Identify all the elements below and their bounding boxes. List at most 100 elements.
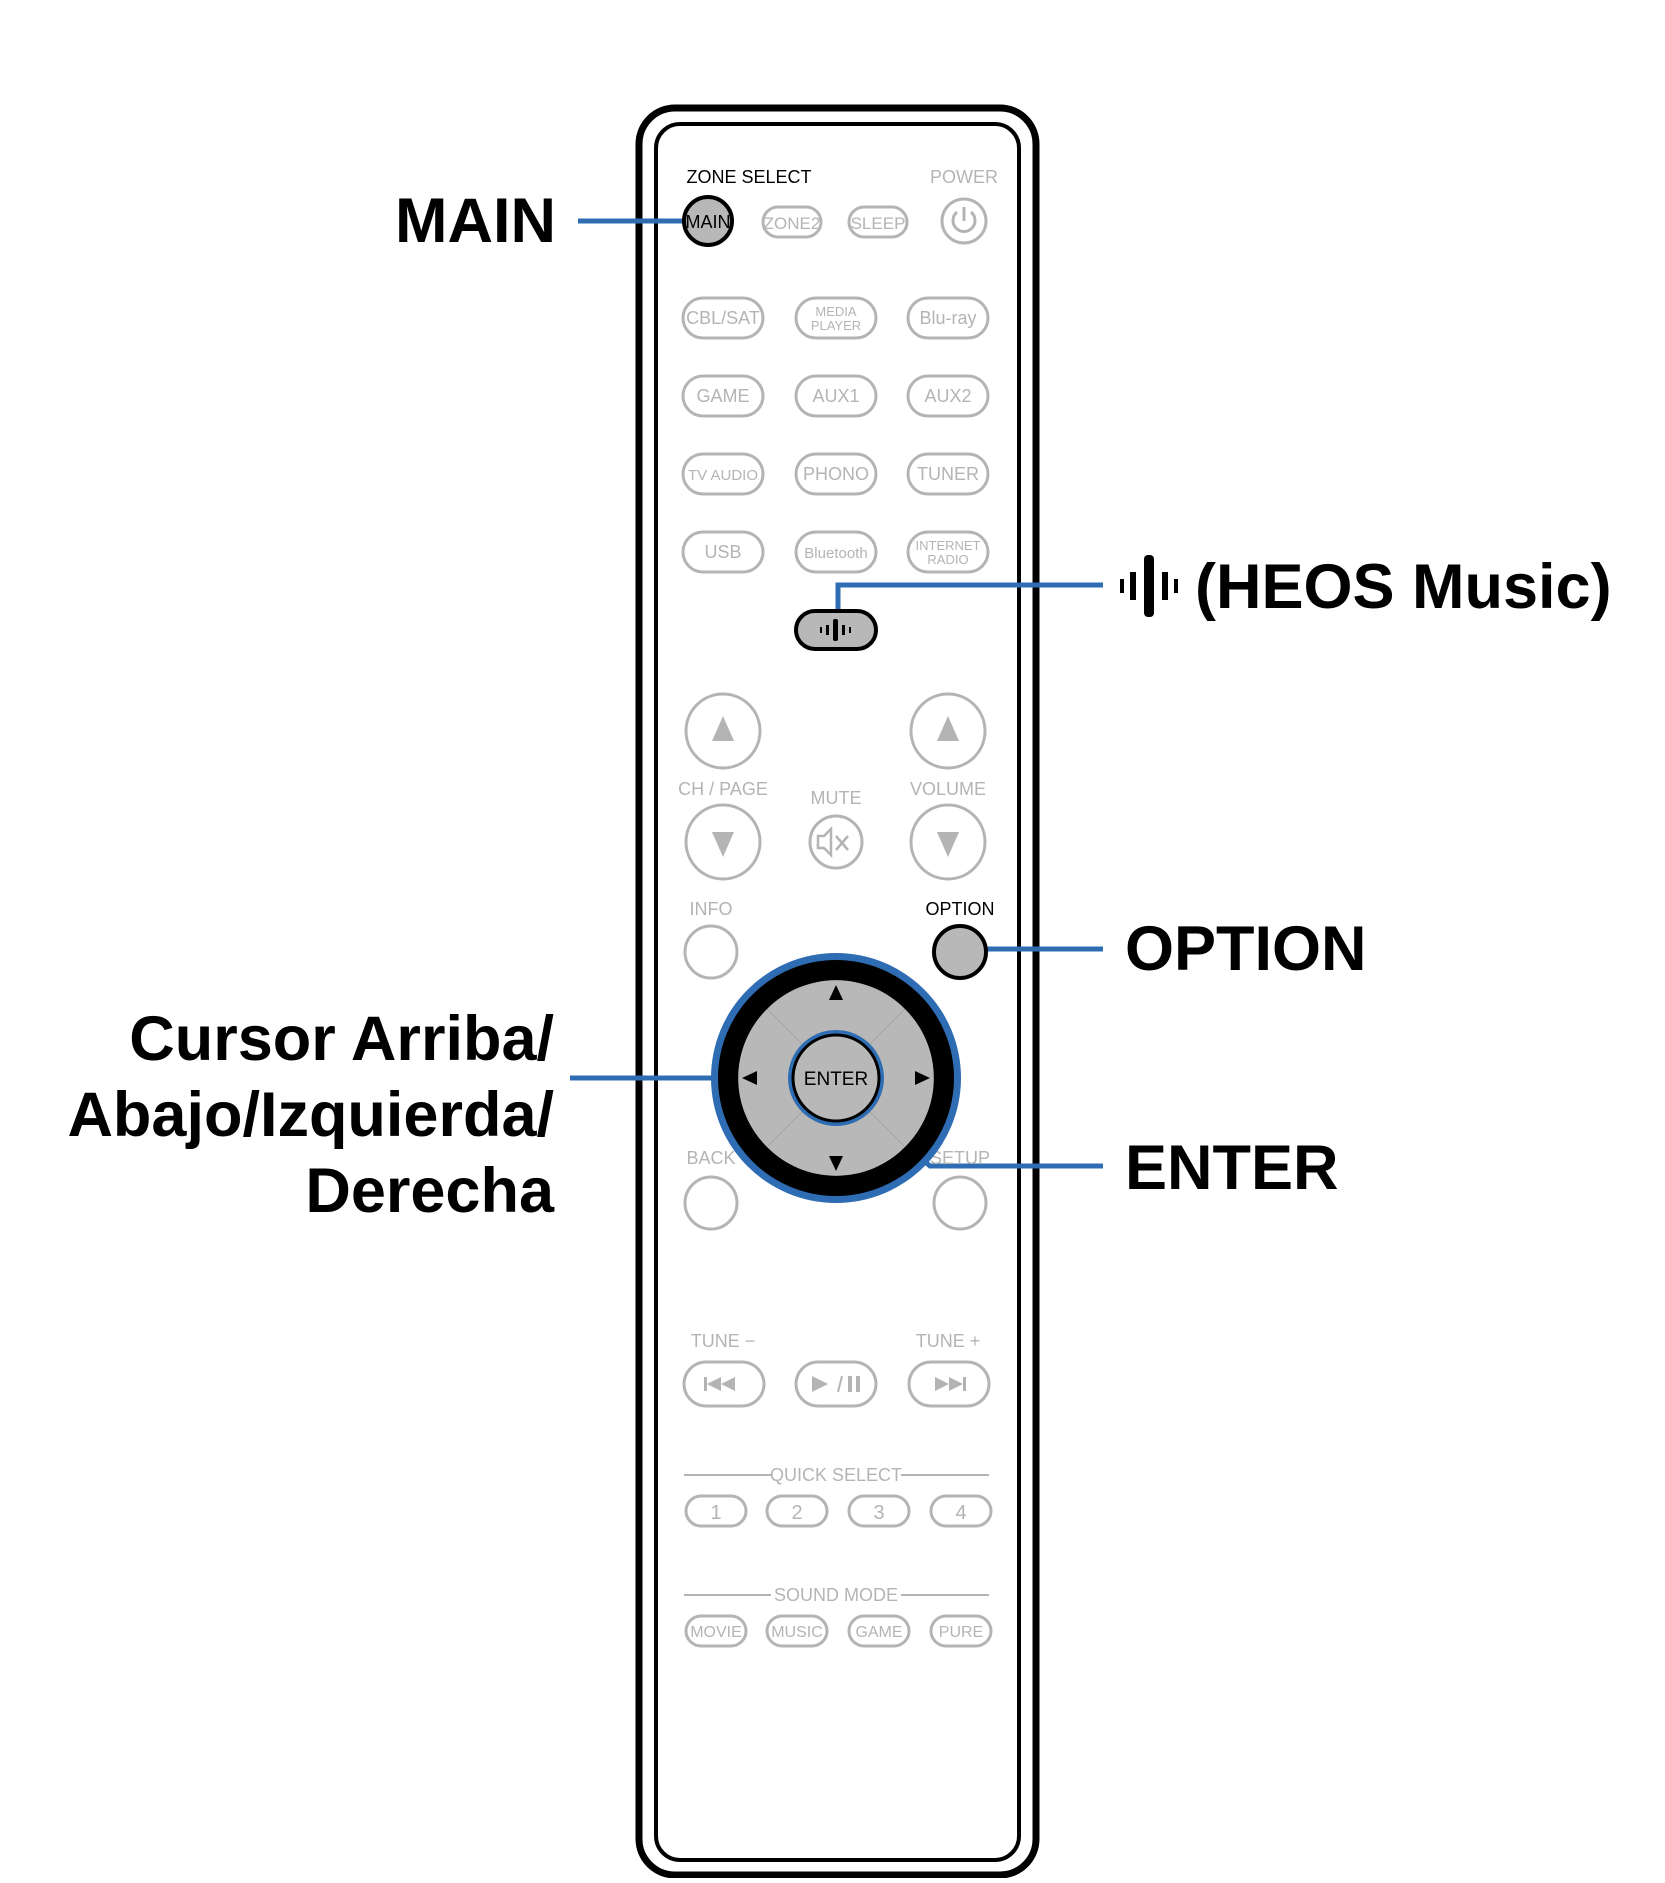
quick-select-button-4[interactable]: 4 bbox=[929, 1494, 993, 1528]
main-button-label: MAIN bbox=[686, 212, 731, 232]
sound-mode-button-pure[interactable]: PURE bbox=[929, 1614, 993, 1648]
sound-mode-button-movie[interactable]: MOVIE bbox=[684, 1614, 748, 1648]
heos-music-button[interactable] bbox=[794, 609, 878, 651]
play-pause-icon bbox=[812, 1375, 860, 1393]
sound-mode-button-music[interactable]: MUSIC bbox=[765, 1614, 829, 1648]
sound-mode-label: SOUND MODE bbox=[774, 1585, 898, 1605]
source-button-aux2[interactable]: AUX2 bbox=[906, 374, 990, 418]
tune-plus-label: TUNE + bbox=[916, 1331, 981, 1351]
enter-callout: ENTER bbox=[1125, 1133, 1339, 1203]
enter-button-label: ENTER bbox=[804, 1069, 868, 1090]
quick-select-number: 3 bbox=[873, 1502, 884, 1524]
quick-select-button-3[interactable]: 3 bbox=[847, 1494, 911, 1528]
info-label: INFO bbox=[690, 899, 733, 919]
cursor-callout-line3: Derecha bbox=[305, 1156, 554, 1226]
info-button[interactable] bbox=[683, 924, 739, 980]
source-button-label: TUNER bbox=[917, 464, 979, 484]
source-button-label: USB bbox=[704, 542, 741, 562]
heos-icon bbox=[1120, 555, 1178, 617]
sound-mode-button-label: PURE bbox=[939, 1624, 983, 1641]
quick-select-label: QUICK SELECT bbox=[770, 1465, 902, 1485]
source-button-label: MEDIA bbox=[815, 304, 857, 319]
source-button-game[interactable]: GAME bbox=[681, 374, 765, 418]
main-callout: MAIN bbox=[395, 186, 556, 256]
quick-select-button-1[interactable]: 1 bbox=[684, 1494, 748, 1528]
source-button-label: AUX1 bbox=[812, 386, 859, 406]
option-label: OPTION bbox=[925, 899, 994, 919]
previous-button[interactable] bbox=[682, 1360, 766, 1408]
heos-callout: (HEOS Music) bbox=[1195, 552, 1612, 622]
cursor-pad: ENTER bbox=[711, 953, 961, 1203]
source-button-label: Bluetooth bbox=[804, 545, 867, 562]
source-button-label: CBL/SAT bbox=[686, 308, 760, 328]
power-icon bbox=[951, 210, 977, 233]
play-pause-button[interactable] bbox=[794, 1360, 878, 1408]
zone2-button[interactable]: ZONE2 bbox=[761, 205, 823, 239]
option-button[interactable] bbox=[932, 924, 988, 980]
source-button-label: Blu-ray bbox=[919, 308, 976, 328]
heos-callout-line bbox=[835, 582, 1103, 611]
source-button-bluetooth[interactable]: Bluetooth bbox=[794, 530, 878, 574]
source-button-label: PLAYER bbox=[811, 318, 861, 333]
source-button-label: GAME bbox=[696, 386, 749, 406]
setup-button[interactable] bbox=[932, 1175, 988, 1231]
cursor-up-button[interactable] bbox=[767, 980, 905, 1048]
source-button-usb[interactable]: USB bbox=[681, 530, 765, 574]
power-button[interactable] bbox=[940, 197, 988, 245]
enter-button[interactable]: ENTER bbox=[788, 1030, 884, 1126]
tune-minus-label: TUNE − bbox=[691, 1331, 756, 1351]
remote-body-inner bbox=[654, 122, 1021, 1862]
sound-mode-button-label: MOVIE bbox=[690, 1624, 742, 1641]
sound-mode-button-label: GAME bbox=[855, 1624, 902, 1641]
source-button-cbl-sat[interactable]: CBL/SAT bbox=[681, 296, 765, 340]
ch-page-down-button[interactable] bbox=[684, 803, 762, 881]
sleep-button[interactable]: SLEEP bbox=[847, 205, 909, 239]
ch-page-up-button[interactable] bbox=[684, 692, 762, 770]
source-button-tuner[interactable]: TUNER bbox=[906, 452, 990, 496]
heos-icon bbox=[820, 619, 851, 641]
sound-mode-buttons: MOVIE MUSIC GAME PURE bbox=[684, 1614, 993, 1648]
source-button-blu-ray[interactable]: Blu-ray bbox=[906, 296, 990, 340]
arrow-right-icon bbox=[915, 1071, 930, 1085]
source-button-tv-audio[interactable]: TV AUDIO bbox=[681, 452, 765, 496]
option-callout: OPTION bbox=[1125, 914, 1367, 984]
skip-forward-icon bbox=[935, 1377, 966, 1391]
sleep-button-label: SLEEP bbox=[851, 214, 906, 233]
main-button[interactable]: MAIN bbox=[682, 195, 734, 247]
arrow-down-icon bbox=[829, 1156, 843, 1171]
quick-select-buttons: 1 2 3 4 bbox=[684, 1494, 993, 1528]
back-button[interactable] bbox=[683, 1175, 739, 1231]
volume-up-button[interactable] bbox=[909, 692, 987, 770]
arrow-up-icon bbox=[829, 985, 843, 1000]
cursor-left-button[interactable] bbox=[738, 1009, 806, 1147]
power-label: POWER bbox=[930, 167, 998, 187]
source-button-label: PHONO bbox=[803, 464, 869, 484]
volume-label: VOLUME bbox=[910, 779, 986, 799]
back-label: BACK bbox=[686, 1148, 735, 1168]
setup-label: SETUP bbox=[930, 1148, 990, 1168]
cursor-down-button[interactable] bbox=[767, 1108, 905, 1176]
quick-select-number: 4 bbox=[955, 1502, 966, 1524]
next-button[interactable] bbox=[907, 1360, 991, 1408]
cursor-callout-line2: Abajo/Izquierda/ bbox=[67, 1080, 554, 1150]
mute-label: MUTE bbox=[811, 788, 862, 808]
source-button-phono[interactable]: PHONO bbox=[794, 452, 878, 496]
zone2-button-label: ZONE2 bbox=[764, 214, 821, 233]
cursor-callout-line1: Cursor Arriba/ bbox=[129, 1004, 554, 1074]
cursor-right-button[interactable] bbox=[866, 1009, 934, 1147]
source-button-label: AUX2 bbox=[924, 386, 971, 406]
quick-select-number: 1 bbox=[710, 1502, 721, 1524]
quick-select-button-2[interactable]: 2 bbox=[765, 1494, 829, 1528]
volume-down-button[interactable] bbox=[909, 803, 987, 881]
ch-page-label: CH / PAGE bbox=[678, 779, 768, 799]
cursor-callout: Cursor Arriba/ Abajo/Izquierda/ Derecha bbox=[67, 1001, 554, 1229]
speaker-mute-icon bbox=[816, 825, 849, 859]
sound-mode-button-game[interactable]: GAME bbox=[847, 1614, 911, 1648]
mute-button[interactable] bbox=[808, 814, 864, 870]
source-button-aux1[interactable]: AUX1 bbox=[794, 374, 878, 418]
